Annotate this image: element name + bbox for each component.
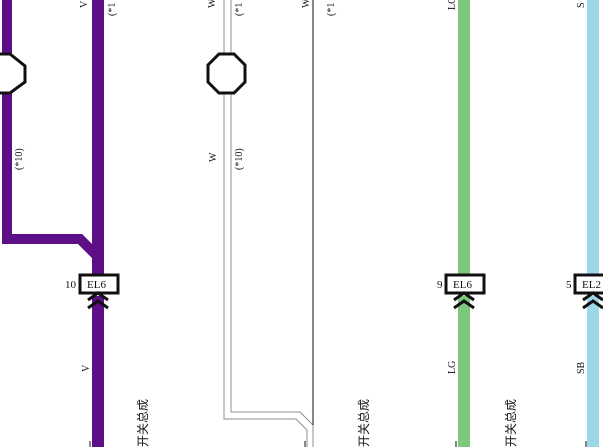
chevron-down-icon xyxy=(453,291,475,310)
wire-w-note-top: (*1 xyxy=(234,3,245,16)
component-label-right: 开关总成 xyxy=(504,399,518,447)
component-label-left: 开关总成 xyxy=(136,399,150,447)
component-label-middle: 开关总成 xyxy=(357,399,371,447)
chevron-down-icon xyxy=(87,291,109,310)
wire-v-code: V xyxy=(81,364,92,372)
connector-el6-pin10: 10 EL6 xyxy=(65,273,120,310)
wire-w-outline-right xyxy=(230,0,314,447)
connector-el2-pin5: 5 EL2 xyxy=(566,273,603,310)
wire-lg xyxy=(455,0,470,447)
wire-w-note-mid: (*10) xyxy=(234,148,245,170)
wire-w xyxy=(223,0,314,447)
note-right-top: (*1 xyxy=(326,3,337,16)
connector-code: EL2 xyxy=(582,279,601,291)
connector-code: EL6 xyxy=(453,279,472,291)
wire-lg-top-code: LG xyxy=(447,0,458,10)
wire-v-top-code: V xyxy=(79,0,90,8)
wire-sb xyxy=(585,0,599,447)
wire-sb-code: SB xyxy=(576,361,587,374)
chevron-down-icon xyxy=(582,291,603,310)
connector-el6-pin9: 9 EL6 xyxy=(437,273,486,310)
connector-pin-number: 9 xyxy=(437,279,443,291)
connector-code: EL6 xyxy=(87,279,106,291)
wire-w-right-code: W xyxy=(301,0,312,8)
wire-v-note-mid: (*10) xyxy=(14,148,25,170)
wire-v-branch xyxy=(2,0,102,261)
connector-pin-number: 5 xyxy=(566,279,572,291)
splice-octagon-left xyxy=(0,52,27,95)
connector-pin-number: 10 xyxy=(65,279,77,291)
wire-w-top-code: W xyxy=(207,0,218,8)
wire-w-code: W xyxy=(208,152,219,162)
wire-w-outline-left xyxy=(223,0,308,447)
wire-v-note-top: (*1 xyxy=(107,3,118,16)
wire-v xyxy=(2,0,104,447)
splice-octagon-middle xyxy=(206,52,247,95)
wire-sb-top-code: S xyxy=(576,2,587,8)
wire-lg-code: LG xyxy=(447,361,458,374)
